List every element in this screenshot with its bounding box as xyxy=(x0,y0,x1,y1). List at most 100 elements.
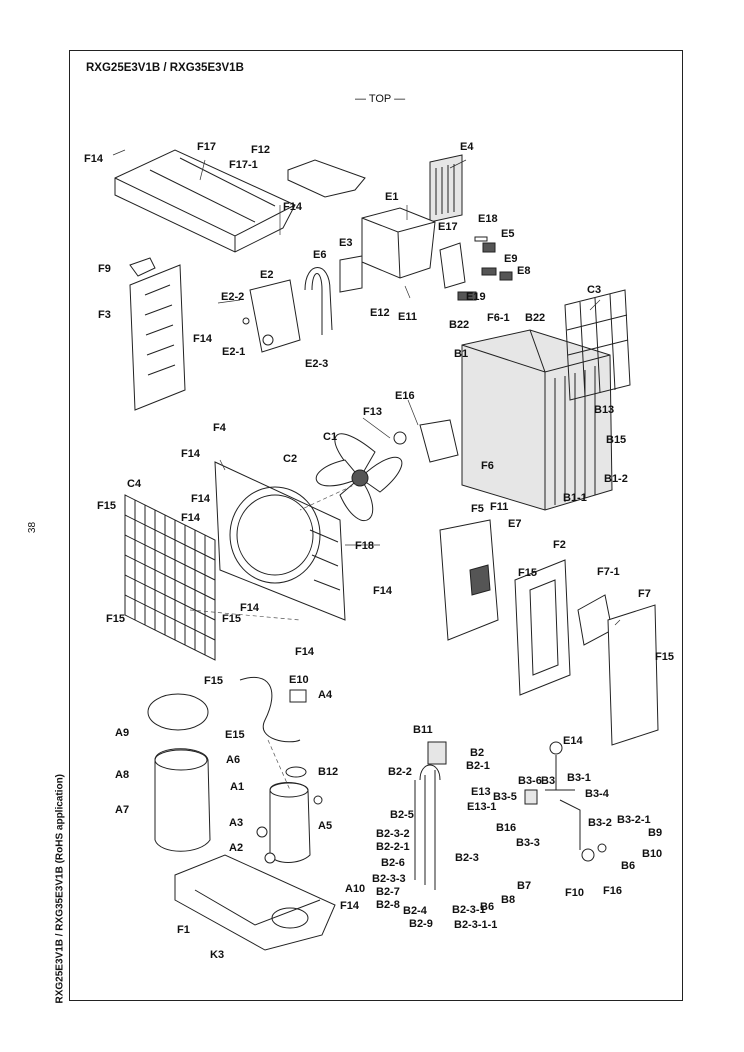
part-label: B8 xyxy=(501,894,515,906)
part-label: B2-5 xyxy=(390,809,414,821)
part-label: B2-6 xyxy=(381,857,405,869)
part-label: F13 xyxy=(363,406,382,418)
wire-guard-c3 xyxy=(564,289,631,401)
part-label: E2 xyxy=(260,269,273,281)
reactor-e7 xyxy=(469,564,491,596)
part-label: F15 xyxy=(204,675,223,687)
part-label: B2-4 xyxy=(403,905,428,917)
heat-sink-e4 xyxy=(429,154,463,223)
part-label: B3-6 xyxy=(518,775,542,787)
part-label: A4 xyxy=(318,689,333,701)
part-label: B2-3-1 xyxy=(452,904,486,916)
pcb-e2 xyxy=(249,279,301,353)
part-label: F3 xyxy=(98,309,111,321)
part-label: F14 xyxy=(240,602,260,614)
part-label: B3-1 xyxy=(567,772,591,784)
part-e5 xyxy=(482,242,496,253)
wiring-e10 xyxy=(239,676,301,743)
part-label: E2-3 xyxy=(305,358,328,370)
part-label: E6 xyxy=(313,249,326,261)
part-label: B1-2 xyxy=(604,473,628,485)
part-label: F15 xyxy=(655,651,674,663)
part-label: B22 xyxy=(525,312,545,324)
part-label: B2-1 xyxy=(466,760,490,772)
part-label: E13 xyxy=(471,786,491,798)
part-label: B3-2-1 xyxy=(617,814,651,826)
part-label: B7 xyxy=(517,880,531,892)
motor-e16 xyxy=(419,419,459,463)
part-label: F7-1 xyxy=(597,566,620,578)
part-label: F14 xyxy=(181,512,201,524)
part-b12 xyxy=(285,766,307,778)
part-e2-2 xyxy=(242,317,250,325)
part-label: C4 xyxy=(127,478,142,490)
part-label: F12 xyxy=(251,144,270,156)
handle-f9 xyxy=(129,257,156,277)
part-e9 xyxy=(481,267,497,276)
dashed-guides xyxy=(189,479,366,791)
part-label: A8 xyxy=(115,769,129,781)
part-label: E13-1 xyxy=(467,801,496,813)
part-e18 xyxy=(474,236,488,242)
part-label: B2-3-1-1 xyxy=(454,919,497,931)
part-label: E2-2 xyxy=(221,291,244,303)
part-label: B13 xyxy=(594,404,614,416)
part-label: B16 xyxy=(496,822,516,834)
part-label: F5 xyxy=(471,503,484,515)
part-label: B2-3 xyxy=(455,852,479,864)
part-label: A3 xyxy=(229,817,243,829)
part-label: K3 xyxy=(210,949,224,961)
part-label: B6 xyxy=(480,901,494,913)
plate-f12 xyxy=(287,159,366,198)
part-label: C3 xyxy=(587,284,601,296)
part-label: B15 xyxy=(606,434,626,446)
part-label: F17 xyxy=(197,141,216,153)
base-plate-f1 xyxy=(174,854,336,951)
part-label: B3-2 xyxy=(588,817,612,829)
part-label: A6 xyxy=(226,754,240,766)
fan-c1 xyxy=(315,433,403,522)
part-label: F15 xyxy=(106,613,125,625)
piping-b2 xyxy=(414,741,447,890)
part-label: B22 xyxy=(449,319,469,331)
part-label: F14 xyxy=(340,900,360,912)
part-label: F14 xyxy=(191,493,211,505)
part-label: B2-8 xyxy=(376,899,400,911)
leader-lines xyxy=(112,149,621,626)
part-label: F2 xyxy=(553,539,566,551)
part-label: F14 xyxy=(295,646,315,658)
part-label: E16 xyxy=(395,390,415,402)
part-label: B12 xyxy=(318,766,338,778)
part-label: E1 xyxy=(385,191,398,203)
part-label: F6-1 xyxy=(487,312,510,324)
partition-f5 xyxy=(439,519,499,641)
part-a2 xyxy=(264,852,276,864)
part-label: F14 xyxy=(373,585,393,597)
part-label: F17-1 xyxy=(229,159,258,171)
grille-c4 xyxy=(124,494,216,661)
part-e17 xyxy=(439,242,466,289)
part-label: B3-4 xyxy=(585,788,610,800)
part-label: F10 xyxy=(565,887,584,899)
part-label: B1-1 xyxy=(563,492,587,504)
insulation-a7-a8 xyxy=(154,748,211,852)
part-label: B6 xyxy=(621,860,635,872)
part-label: F6 xyxy=(481,460,494,472)
part-label: A9 xyxy=(115,727,129,739)
part-label: F15 xyxy=(97,500,116,512)
part-label: B1 xyxy=(454,348,468,360)
cover-f7-1 xyxy=(577,594,613,646)
part-label: B2-2 xyxy=(388,766,412,778)
part-label: E2-1 xyxy=(222,346,245,358)
front-panel-f4 xyxy=(214,461,346,621)
part-label: F14 xyxy=(283,201,303,213)
part-label: F18 xyxy=(355,540,374,552)
part-label: E14 xyxy=(563,735,583,747)
lid-a9 xyxy=(147,693,209,731)
view-label: — TOP — xyxy=(355,93,406,105)
part-label: E15 xyxy=(225,729,245,741)
part-label: F16 xyxy=(603,885,622,897)
part-label: E17 xyxy=(438,221,458,233)
part-a5 xyxy=(313,795,323,805)
